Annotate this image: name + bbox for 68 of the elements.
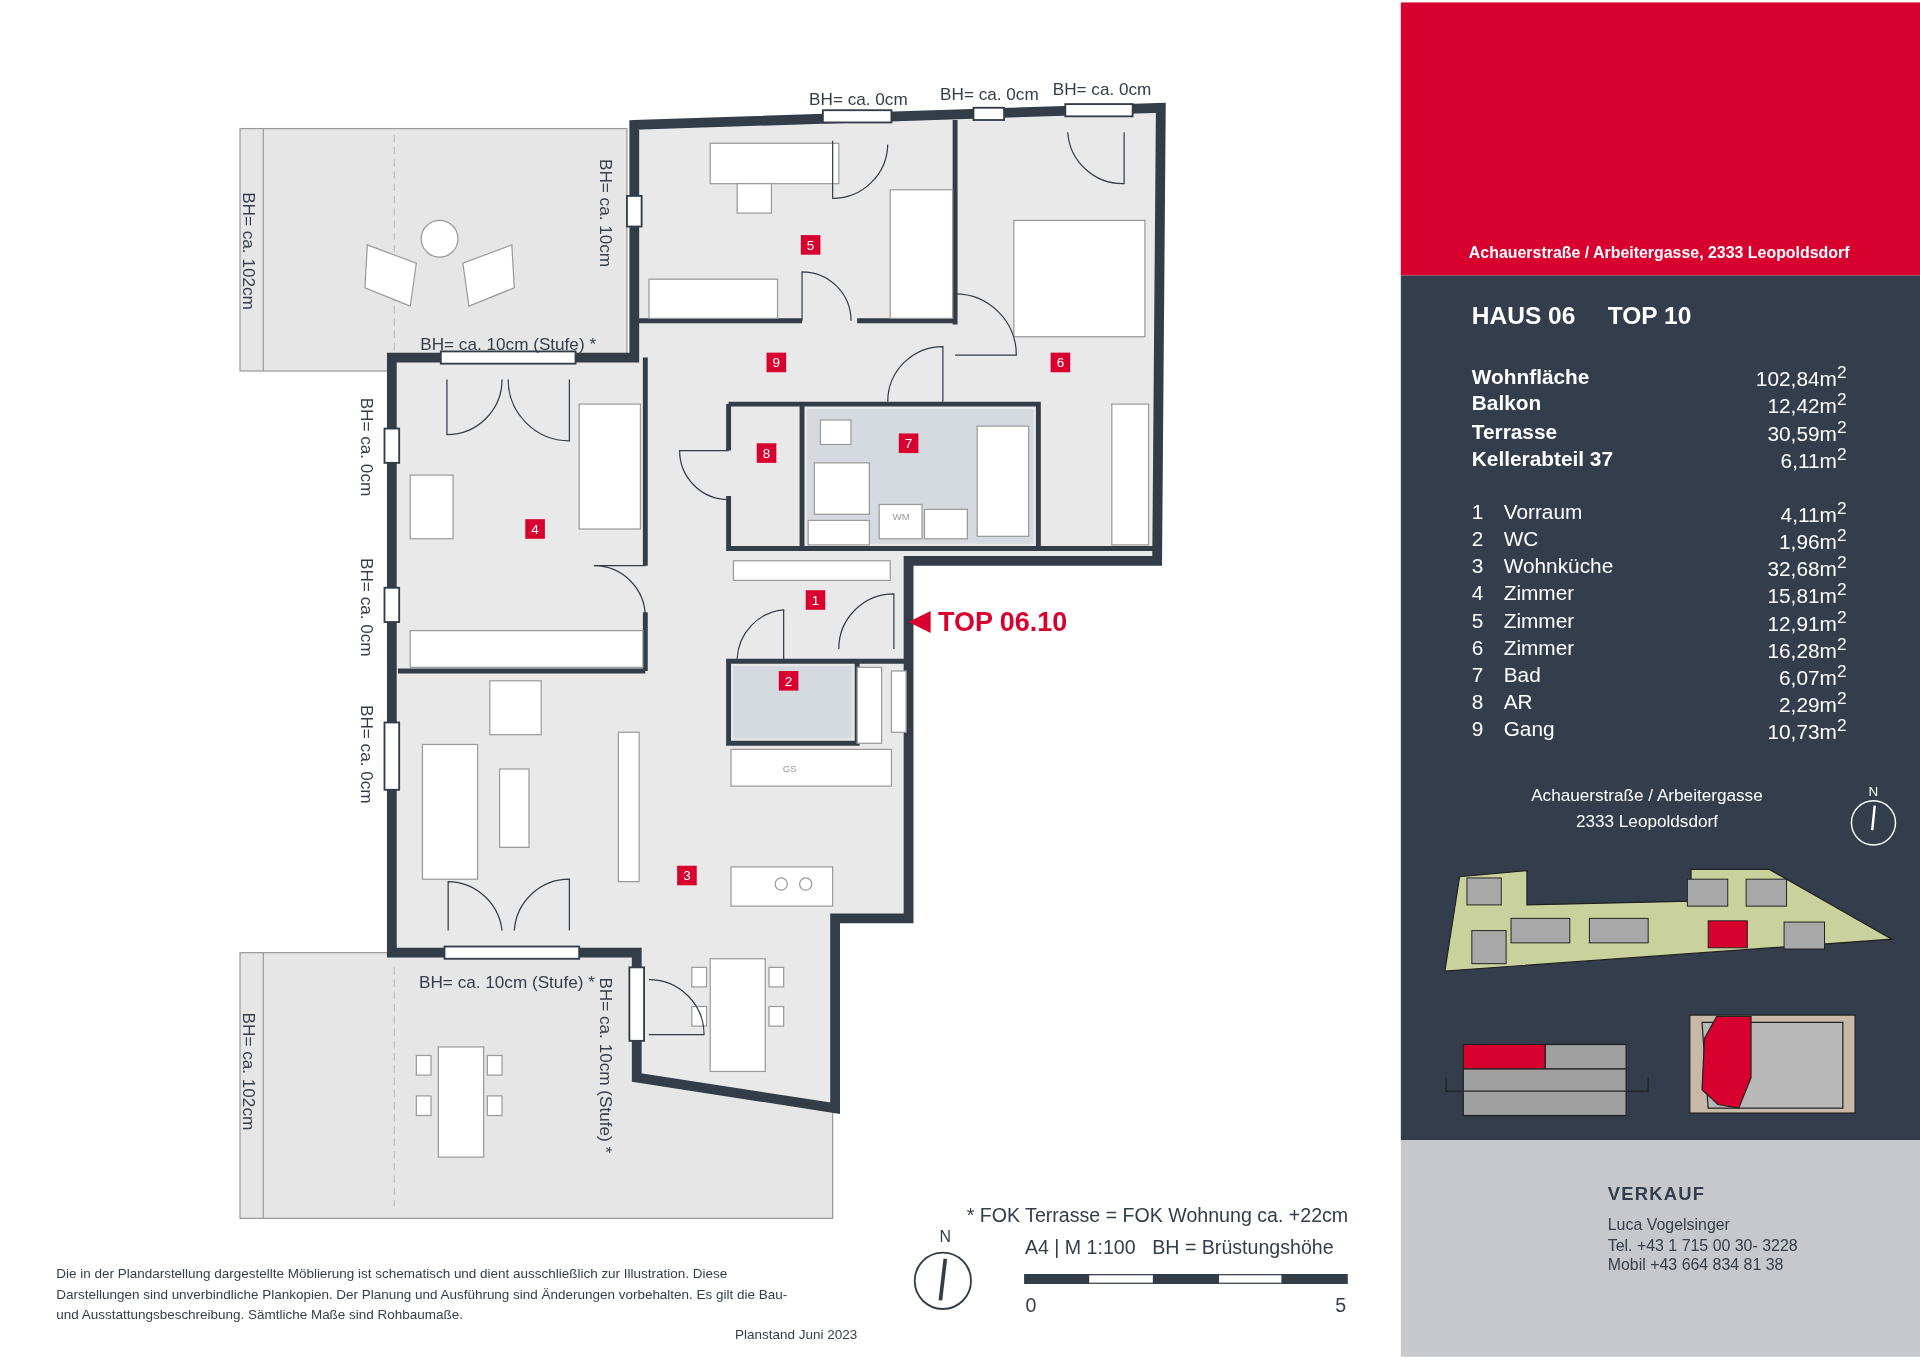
room-index: 8 [1471, 690, 1484, 715]
room-number: 2 [778, 671, 799, 691]
room-index: 5 [1471, 609, 1484, 634]
room-index: 3 [1471, 555, 1484, 580]
north-label: N [1868, 783, 1879, 799]
scale-number: 5 [1335, 1295, 1347, 1318]
area-value: 10,73m$^{2}$ [1767, 715, 1847, 745]
area-value: 4,11m$^{2}$ [1780, 498, 1847, 528]
unit-number: TOP 10 [1607, 301, 1692, 330]
parapet-height-label: BH= ca. 10cm (Stufe) * [419, 972, 595, 992]
room-index: 1 [1471, 501, 1484, 526]
house-number: HAUS 06 [1471, 301, 1576, 330]
parapet-height-label: BH= ca. 0cm [357, 558, 378, 657]
room-name: Vorraum [1503, 501, 1583, 526]
room-name: WC [1503, 528, 1539, 553]
area-label: Terrasse [1471, 420, 1558, 445]
appliance-label: WM [892, 511, 910, 523]
room-number: 5 [800, 235, 821, 255]
parapet-height-label: BH= ca. 102cm [238, 1012, 259, 1131]
room-name: Zimmer [1503, 609, 1575, 634]
parapet-height-label: BH= ca. 0cm [940, 84, 1039, 105]
area-label: Balkon [1471, 392, 1542, 417]
scale-number: 0 [1025, 1295, 1037, 1318]
legend-text: BH = Brüstungshöhe [1152, 1236, 1334, 1259]
parapet-height-label: BH= ca. 0cm [357, 397, 378, 497]
room-index: 9 [1471, 717, 1484, 742]
parapet-height-label: BH= ca. 0cm [1052, 79, 1152, 100]
section-heading: VERKAUF [1607, 1183, 1706, 1205]
room-number: 6 [1050, 352, 1071, 373]
apartment-label: TOP 06.10 [937, 606, 1068, 638]
room-number: 1 [805, 590, 826, 610]
room-name: AR [1503, 690, 1533, 715]
parapet-height-label: BH= ca. 10cm (Stufe) * [596, 977, 616, 1154]
room-number: 4 [525, 519, 545, 539]
room-index: 7 [1471, 663, 1484, 688]
parapet-height-label: BH= ca. 10cm (Stufe) * [420, 334, 597, 354]
area-value: 1,96m$^{2}$ [1779, 525, 1847, 555]
parapet-height-label: BH= ca. 10cm [596, 159, 616, 268]
room-number: 3 [677, 865, 697, 886]
parapet-height-label: BH= ca. 102cm [238, 192, 259, 310]
room-name: Zimmer [1503, 582, 1575, 607]
note-text: * FOK Terrasse = FOK Wohnung ca. +22cm [966, 1204, 1349, 1228]
parapet-height-label: BH= ca. 0cm [809, 89, 908, 110]
address-text: Achauerstraße / Arbeitergasse 2333 Leopoldsdorf [1530, 783, 1764, 833]
north-label: N [939, 1228, 952, 1248]
contact-name: Luca Vogelsinger [1607, 1216, 1730, 1235]
area-value: 12,42m$^{2}$ [1767, 389, 1847, 419]
room-name: Bad [1503, 663, 1541, 688]
date-text: Planstand Juni 2023 [735, 1326, 858, 1343]
parapet-height-label: BH= ca. 0cm [357, 705, 378, 804]
phone-number: Tel. +43 1 715 00 30- 3228 [1607, 1236, 1798, 1256]
room-number: 8 [756, 443, 777, 463]
room-number: 9 [766, 352, 787, 373]
scale-text: A4 | M 1:100 [1024, 1236, 1136, 1259]
room-name: Zimmer [1503, 636, 1575, 661]
area-value: 102,84m$^{2}$ [1755, 362, 1847, 392]
disclaimer-text: Die in der Plandarstellung dargestellte Möblierung ist schematisch und dient ausschließlich zur Illustration. Diese Darstellungen sind unverbindliche Plankopien. Der Planung und Ausführung sind Änderungen vorbehalten. Es gilt die Bau- und Ausstattungsbeschreibung. Sämtliche Maße sind Rohbaumaße. [56, 1265, 789, 1324]
room-number: 7 [898, 433, 919, 454]
area-label: Wohnfläche [1471, 365, 1590, 390]
room-index: 2 [1471, 528, 1484, 553]
appliance-label: GS [782, 763, 797, 775]
area-label: Kellerabteil 37 [1471, 447, 1613, 472]
room-index: 4 [1471, 582, 1484, 607]
address-text: Achauerstraße / Arbeitergasse, 2333 Leopoldsdorf [1468, 244, 1850, 263]
room-name: Gang [1503, 717, 1555, 742]
room-name: Wohnküche [1503, 555, 1614, 580]
phone-number: Mobil +43 664 834 81 38 [1607, 1257, 1784, 1276]
room-index: 6 [1471, 636, 1484, 661]
